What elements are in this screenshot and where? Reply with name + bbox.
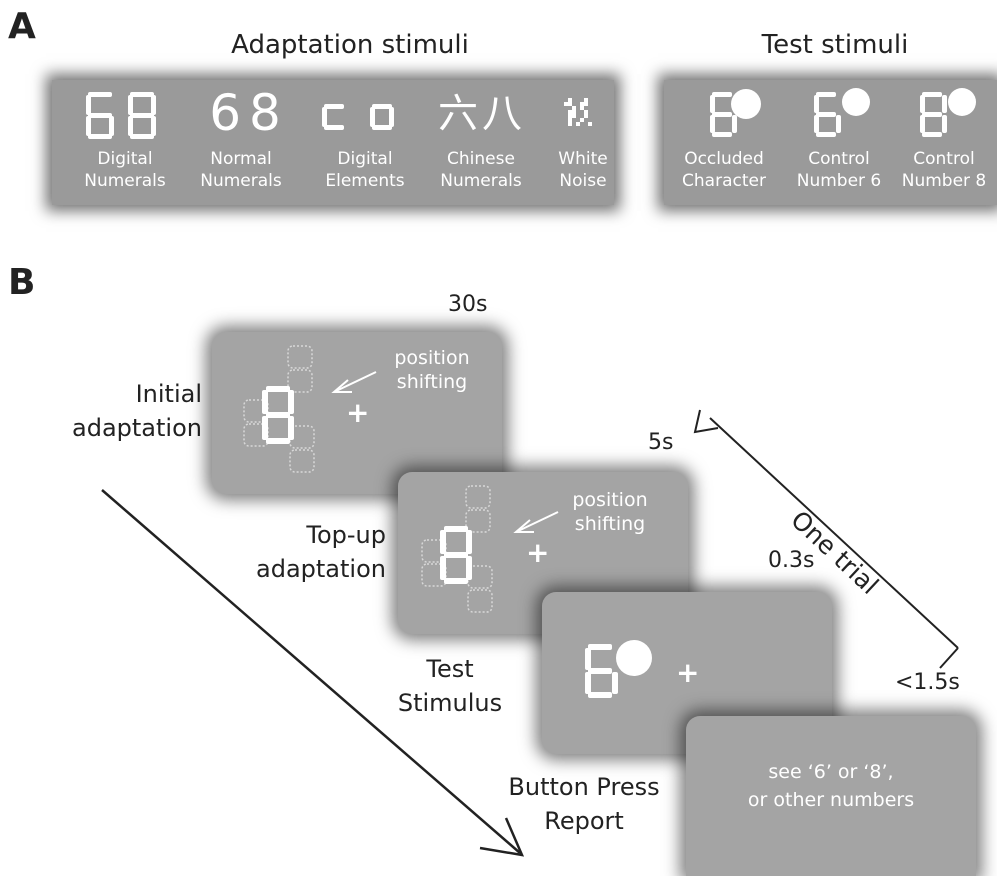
noise-cell (568, 98, 572, 102)
noise-cell (584, 102, 588, 106)
noise-cell (568, 114, 572, 118)
noise-cell (572, 106, 576, 110)
time-arrow-line (101, 489, 521, 854)
stage-topup-adaptation: Top-up adaptation (256, 521, 386, 583)
noise-cell (568, 118, 572, 122)
fixation-cross-test: + (676, 656, 700, 689)
noise-cell (584, 110, 588, 114)
normal-numerals-glyph: 68 (209, 84, 289, 142)
noise-cell (568, 122, 572, 126)
white-noise-glyph (564, 98, 592, 126)
shift-arrow-icon-topup (513, 511, 559, 533)
noise-cell (584, 98, 588, 102)
label-normal-numerals: Normal Numerals (200, 149, 282, 191)
noise-cell (564, 102, 568, 106)
adaptation-stimuli-title: Adaptation stimuli (231, 30, 469, 60)
report-prompt-text: see ‘6’ or ‘8’, or other numbers (747, 761, 915, 811)
label-digital-elements: Digital Elements (325, 149, 405, 191)
label-control-number-8: Control Number 8 (901, 149, 987, 191)
shifting-digits-topup (421, 485, 493, 613)
duration-test: 0.3s (768, 548, 815, 573)
shift-label-topup: position shifting (572, 489, 648, 535)
label-digital-numerals: Digital Numerals (84, 149, 166, 191)
test-stimuli-strip: Occluded Character Control Number 6 Cont… (664, 80, 997, 205)
duration-initial: 30s (448, 292, 488, 317)
occluded-character-glyph (710, 89, 761, 137)
noise-cell (580, 102, 584, 106)
shifting-digits-initial (243, 345, 315, 473)
adaptation-stimuli-strip: 68 六八 Digital Numerals Normal Numerals D… (52, 80, 614, 205)
test-stimuli-title: Test stimuli (761, 30, 909, 60)
noise-cell (580, 106, 584, 110)
stage-test-stimulus: Test Stimulus (397, 655, 503, 717)
control-number-6-glyph (814, 88, 870, 137)
noise-cell (588, 122, 592, 126)
label-chinese-numerals: Chinese Numerals (440, 149, 522, 191)
shift-arrow-icon-initial (331, 371, 377, 393)
one-trial-line (709, 417, 959, 649)
noise-cell (584, 114, 588, 118)
duration-topup: 5s (648, 430, 674, 455)
digital-numerals-glyph (86, 92, 156, 139)
stage-initial-adaptation: Initial adaptation (72, 380, 202, 442)
label-control-number-6: Control Number 6 (796, 149, 882, 191)
stage-button-press-report: Button Press Report (508, 773, 660, 835)
one-trial-arrowhead (693, 409, 719, 434)
shift-label-initial: position shifting (394, 347, 470, 393)
noise-cell (576, 122, 580, 126)
control-number-8-glyph (920, 88, 976, 137)
test-occluded-glyph (585, 640, 652, 698)
noise-cell (568, 110, 572, 114)
screen-initial-adaptation: position shifting + (212, 332, 502, 494)
noise-cell (572, 114, 576, 118)
fixation-cross-initial: + (346, 396, 370, 429)
noise-cell (568, 102, 572, 106)
time-arrow-head (479, 817, 525, 857)
fixation-cross-topup: + (526, 536, 550, 569)
duration-report: <1.5s (895, 670, 960, 695)
panel-b-letter: B (8, 262, 36, 303)
noise-cell (580, 118, 584, 122)
label-occluded-character: Occluded Character (682, 149, 766, 191)
noise-cell (572, 110, 576, 114)
one-trial-end-tick (939, 647, 959, 669)
chinese-numerals-glyph: 六八 (438, 91, 526, 137)
panel-a-letter: A (8, 6, 36, 47)
digital-elements-glyph (322, 104, 394, 130)
screen-button-press-report: see ‘6’ or ‘8’, or other numbers (686, 716, 976, 876)
label-white-noise: White Noise (558, 149, 608, 191)
